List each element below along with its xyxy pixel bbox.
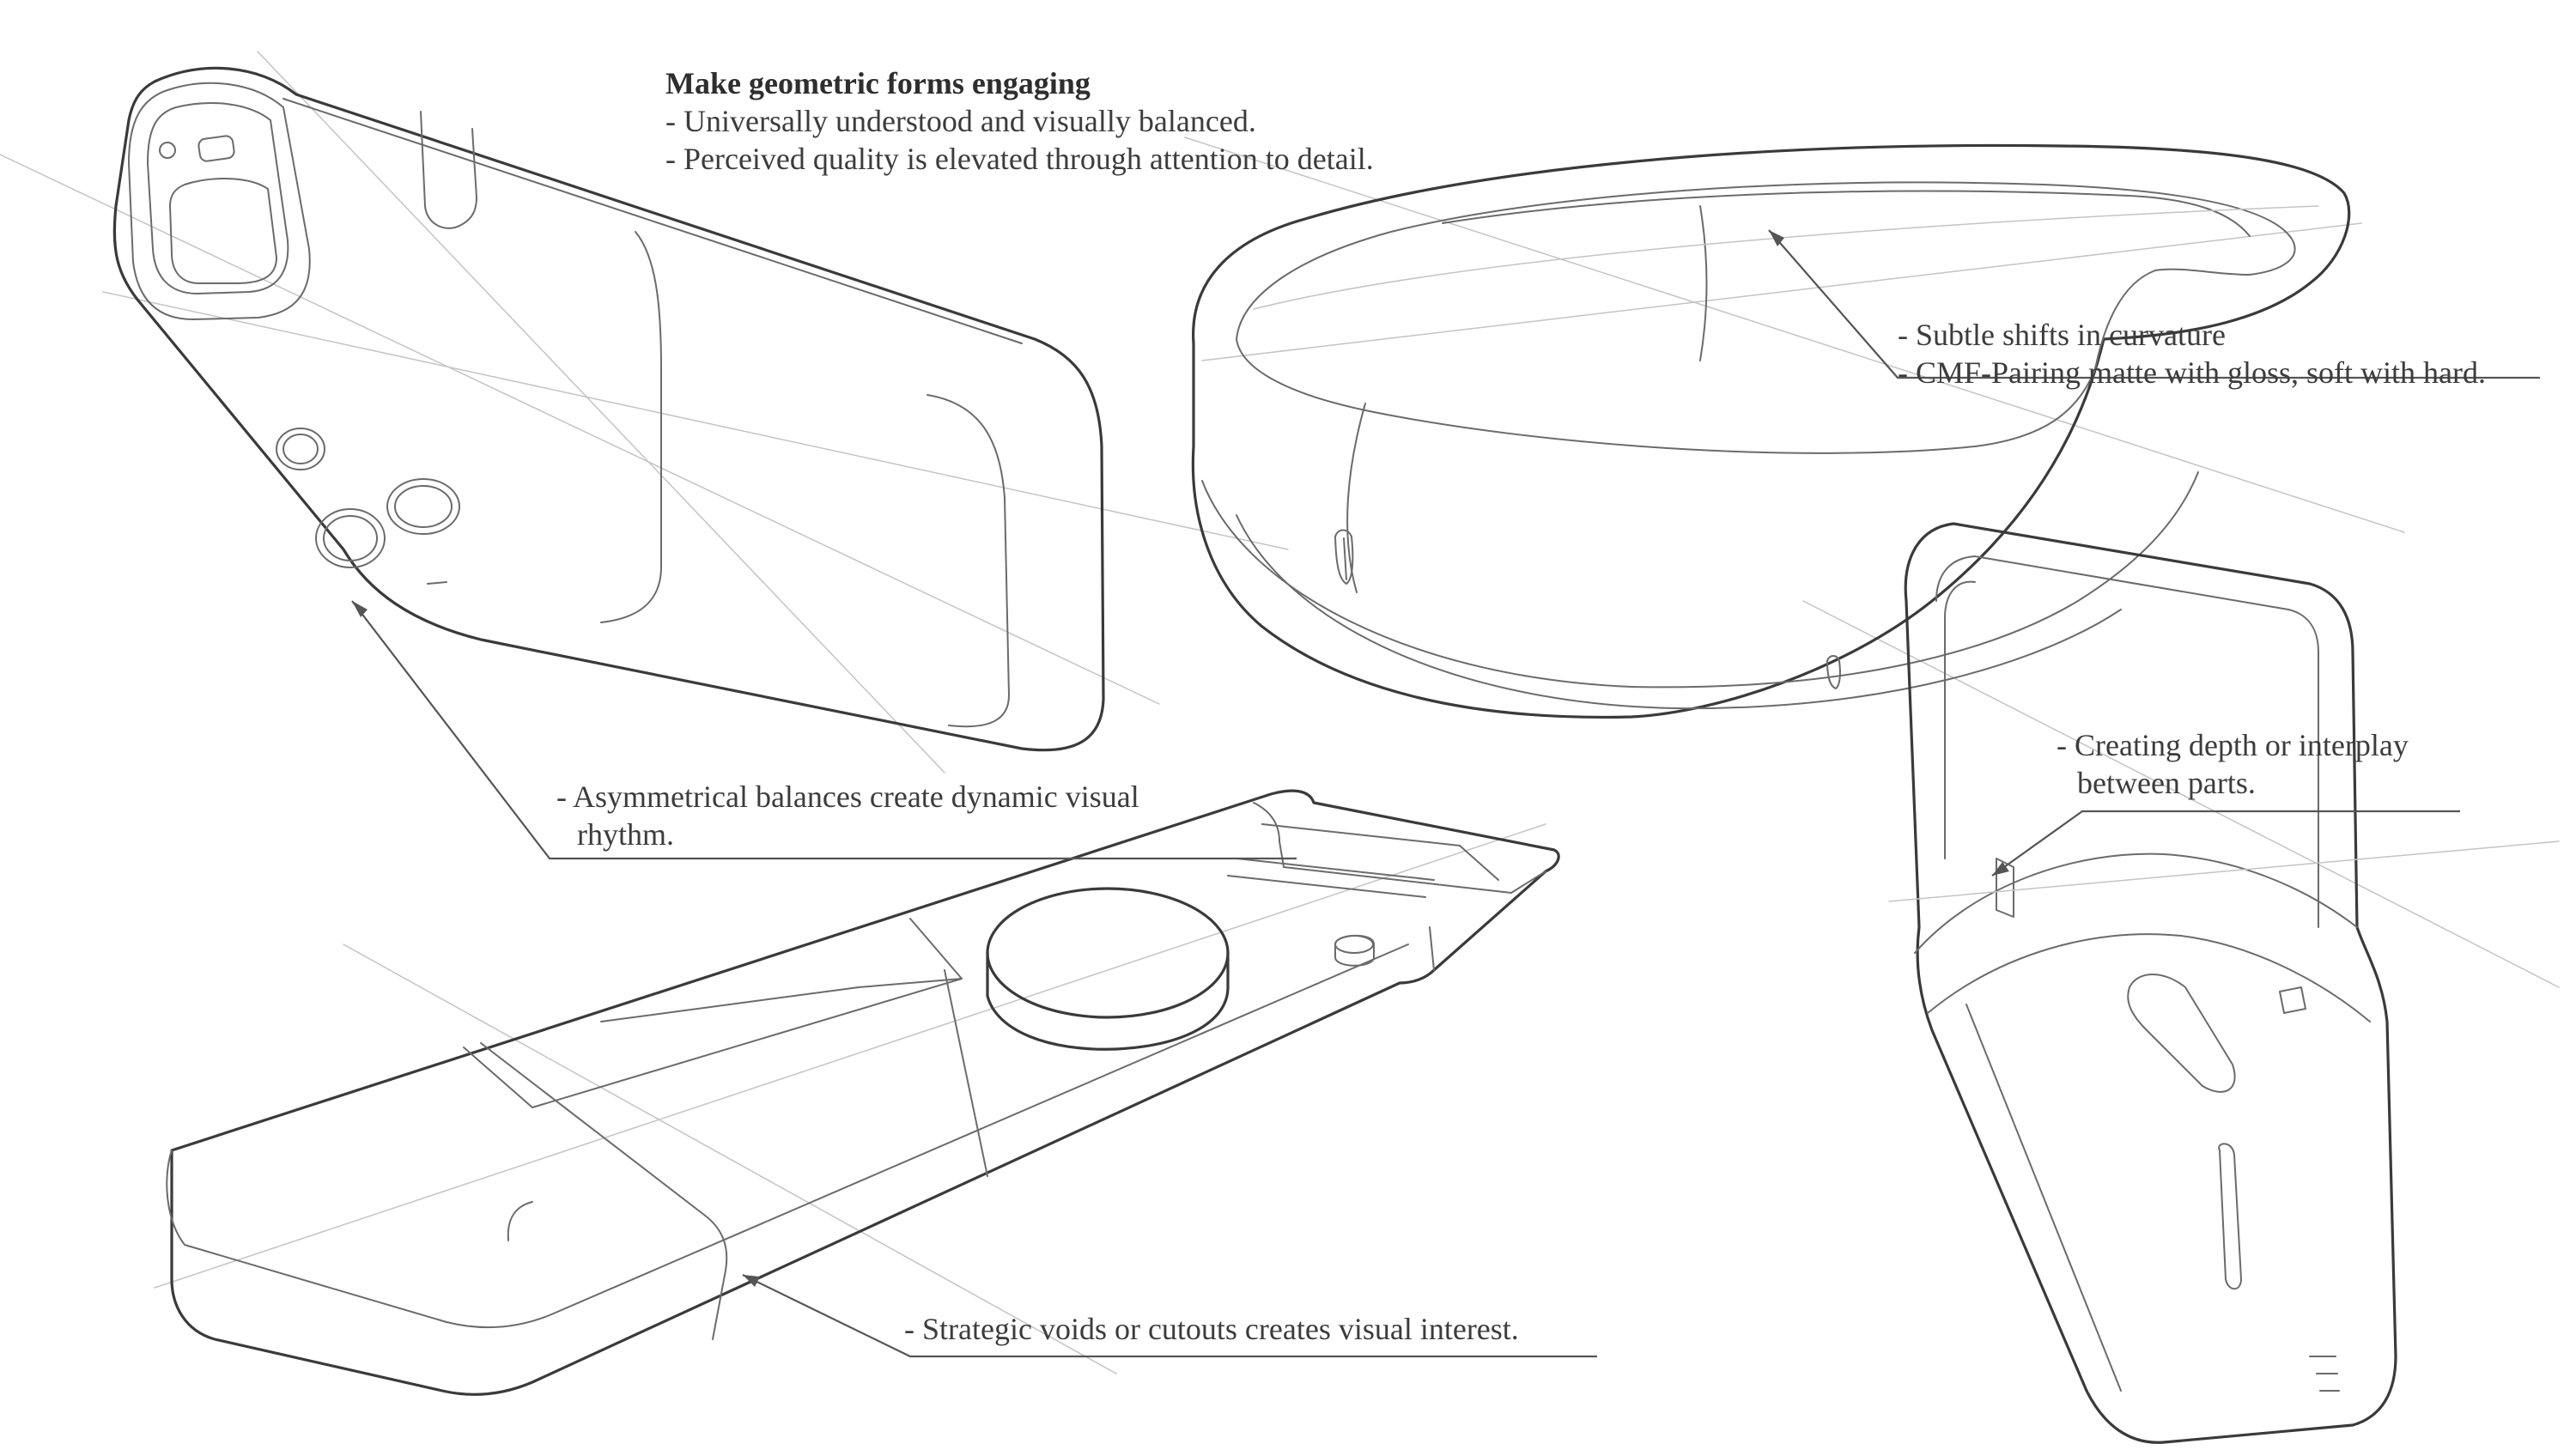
note-geometric-forms: Make geometric forms engaging - Universa…: [665, 64, 1374, 178]
note-asymmetry-line-2: rhythm.: [577, 817, 674, 852]
asymmetry-arrowhead: [352, 601, 368, 617]
depth-arrowhead: [1992, 862, 2009, 876]
leader-lines: [351, 229, 2540, 1358]
note-curvature-line-2: - CMF-Pairing matte with gloss, soft wit…: [1898, 355, 2486, 390]
note-geometric-title: Make geometric forms engaging: [665, 66, 1091, 100]
lozenge-product-sketch: [1191, 143, 2351, 719]
note-asymmetry: - Asymmetrical balances create dynamic v…: [556, 778, 1139, 853]
note-curvature-line-1: - Subtle shifts in curvature: [1898, 318, 2226, 352]
note-curvature: - Subtle shifts in curvature - CMF-Pairi…: [1898, 316, 2486, 391]
tray-product-sketch: [166, 789, 1560, 1396]
note-geometric-line-2: - Perceived quality is elevated through …: [665, 142, 1374, 176]
handheld-device-sketch: [112, 66, 1105, 752]
depth-leader: [1991, 810, 2460, 877]
note-depth-line-2: between parts.: [2077, 766, 2256, 800]
asymmetry-leader: [351, 600, 1297, 860]
note-voids: - Strategic voids or cutouts creates vis…: [904, 1310, 1519, 1348]
curvature-arrowhead: [1769, 230, 1784, 246]
note-voids-line-1: - Strategic voids or cutouts creates vis…: [904, 1312, 1519, 1346]
note-depth-line-1: - Creating depth or interplay: [2057, 728, 2409, 762]
voids-arrowhead: [743, 1275, 760, 1287]
upright-device-sketch: [1888, 522, 2560, 1444]
construction-lines: [0, 51, 2560, 1374]
note-depth: - Creating depth or interplay between pa…: [2057, 726, 2409, 802]
voids-leader: [742, 1274, 1597, 1358]
note-asymmetry-line-1: - Asymmetrical balances create dynamic v…: [556, 780, 1139, 814]
note-geometric-line-1: - Universally understood and visually ba…: [665, 104, 1256, 138]
curvature-leader: [1768, 229, 2540, 379]
